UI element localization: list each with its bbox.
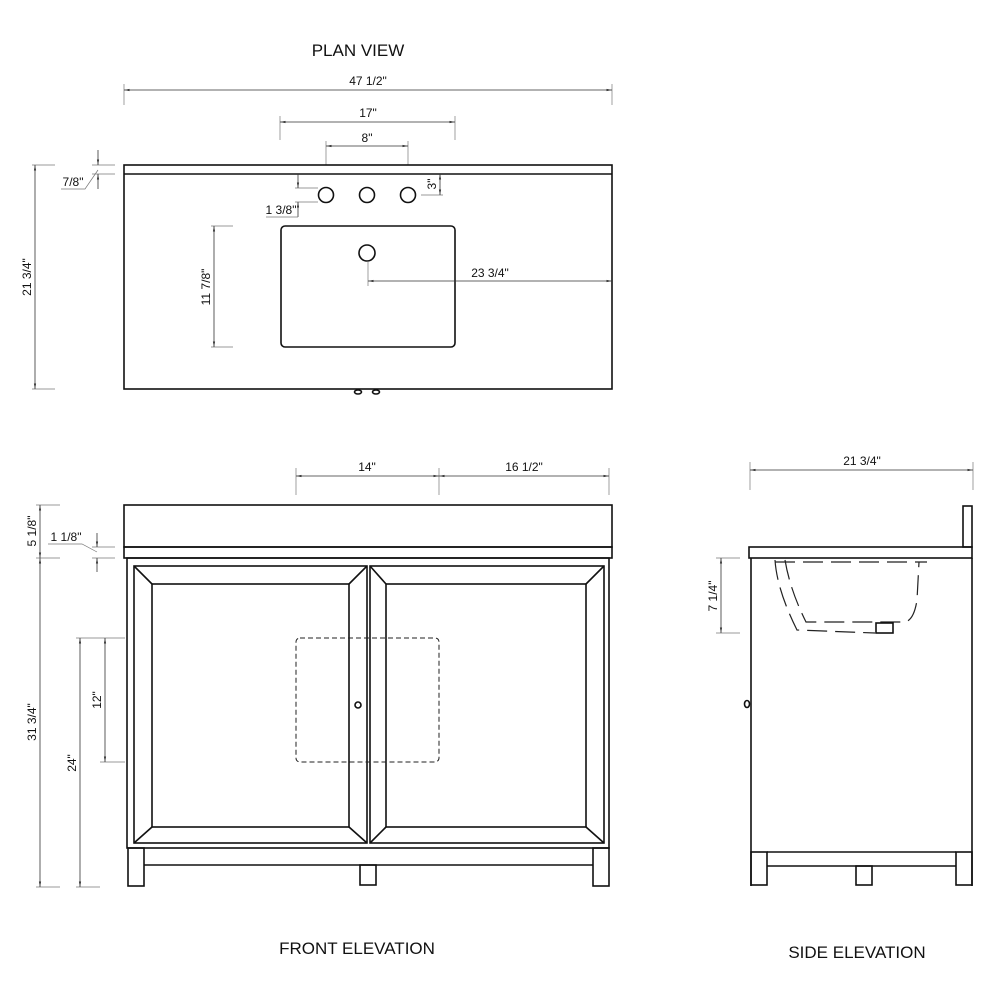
dim-label: 23 3/4": [471, 266, 509, 280]
plan-view-title: PLAN VIEW: [312, 41, 405, 60]
dim-drain-from-right: 23 3/4": [367, 261, 612, 286]
dim-label: 17": [359, 106, 377, 120]
dim-counter-thickness: 1 1/8": [48, 530, 115, 572]
dim-faucet-hole-offset: 1 3/8": [266, 174, 318, 218]
plumbing-zone: [295, 637, 440, 763]
dim-label: 24": [65, 754, 79, 772]
front-elevation-title: FRONT ELEVATION: [279, 939, 435, 958]
leg: [955, 851, 973, 886]
dim-faucet-from-back: 3": [421, 174, 443, 196]
dim-backsplash-thickness: 7/8": [61, 150, 115, 190]
dim-center-right: 16 1/2": [439, 460, 610, 495]
sink-basin: [280, 225, 456, 348]
leg: [750, 851, 768, 886]
drain: [358, 244, 376, 262]
leg: [855, 865, 873, 886]
faucet-hole: [358, 186, 376, 204]
door-knob: [354, 701, 362, 709]
front-elevation: 14" 16 1/2": [25, 460, 613, 958]
dim-plumbing-zone: 12": [90, 638, 125, 763]
dim-label: 7 1/4": [706, 581, 720, 612]
dim-label: 12": [90, 691, 104, 709]
door-knob: [743, 699, 751, 709]
dim-sink-depth: 11 7/8": [199, 225, 233, 348]
dim-faucet-spread: 8": [325, 131, 409, 165]
dim-label: 1 3/8": [266, 203, 297, 217]
dim-sink-bowl-depth: 7 1/4": [706, 557, 740, 634]
countertop-plan: [123, 164, 613, 395]
dim-label: 21 3/4": [20, 258, 34, 296]
dim-label: 31 3/4": [25, 703, 39, 741]
side-elevation-title: SIDE ELEVATION: [788, 943, 925, 962]
dim-side-depth: 21 3/4": [749, 454, 974, 490]
dim-label: 16 1/2": [505, 460, 543, 474]
plan-view: PLAN VIEW 47 1/2" 17" 8": [20, 41, 613, 395]
dim-label: 8": [362, 131, 373, 145]
dim-label: 14": [358, 460, 376, 474]
leg: [359, 864, 377, 886]
vanity-front: [123, 504, 613, 887]
leg: [127, 847, 145, 887]
dim-height: 31 3/4": [25, 558, 60, 888]
faucet-hole: [317, 186, 335, 204]
dim-depth: 21 3/4": [20, 164, 55, 390]
leg: [592, 847, 610, 887]
dim-center-left: 14": [295, 460, 440, 495]
dim-label: 5 1/8": [25, 516, 39, 547]
dim-plumbing-height: 24": [65, 637, 125, 888]
faucet-hole: [399, 186, 417, 204]
dim-label: 21 3/4": [843, 454, 881, 468]
dim-faucet-spread-outer: 17": [279, 106, 456, 140]
dim-label: 11 7/8": [199, 269, 213, 306]
dim-label: 3": [425, 179, 439, 190]
vanity-side: [743, 505, 973, 886]
dim-label: 1 1/8": [51, 530, 82, 544]
side-elevation: 21 3/4" 7 1/4" SIDE ELEVATION: [706, 454, 974, 962]
dim-overall-width: 47 1/2": [123, 74, 613, 105]
sink-bowl-hidden: [774, 559, 927, 634]
dim-label: 47 1/2": [349, 74, 387, 88]
dim-label: 7/8": [63, 175, 84, 189]
